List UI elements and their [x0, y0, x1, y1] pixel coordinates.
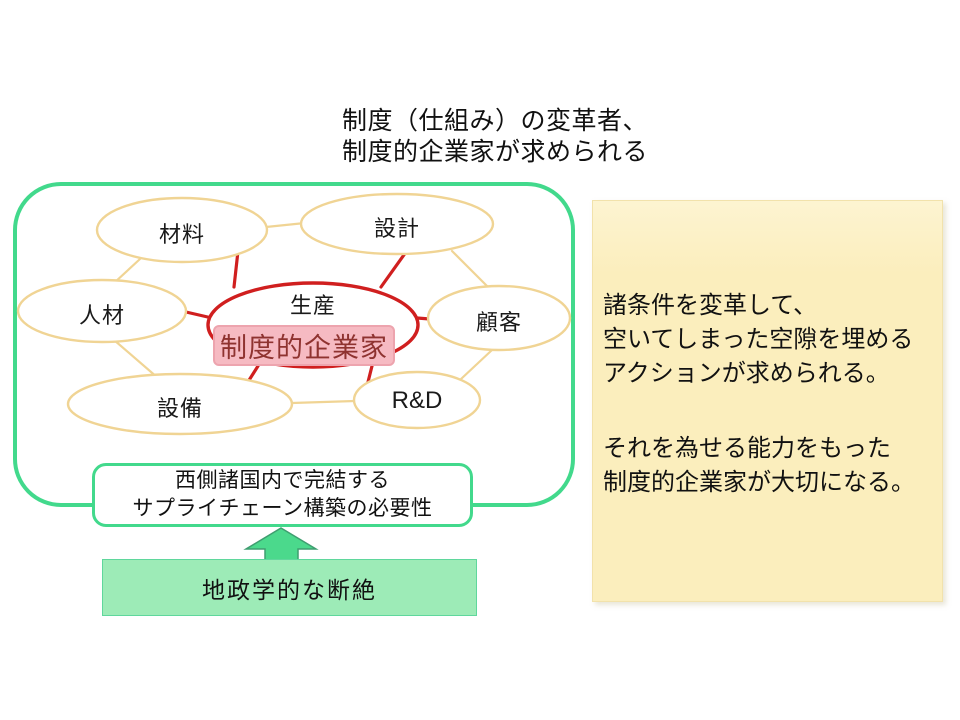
edge-materials-hr [112, 257, 142, 285]
edge-materials-design [264, 221, 307, 229]
commentary-panel: 諸条件を変革して、 空いてしまった空隙を埋める アクションが求められる。 それを… [592, 200, 943, 602]
hr-label: 人材 [78, 303, 125, 328]
up-arrow-icon [243, 527, 319, 563]
materials-ellipse [95, 196, 269, 264]
edge-design-customer [450, 249, 491, 290]
design-ellipse [299, 192, 495, 256]
edge-customer-rnd [459, 348, 494, 381]
geopolitics-box: 地政学的な断絶 [102, 559, 477, 616]
supply-chain-line1: 西側諸国内で完結する [175, 469, 390, 492]
edge-production-hr [184, 310, 214, 320]
commentary-paragraph-1: 諸条件を変革して、 空いてしまった空隙を埋める アクションが求められる。 [603, 289, 932, 391]
edge-production-design [379, 250, 408, 289]
commentary-line: 空いてしまった空隙を埋める [603, 326, 914, 353]
edge-equipment-rnd [290, 399, 357, 405]
equipment-label: 設備 [156, 396, 203, 421]
production-label: 生産 [289, 293, 336, 318]
commentary-paragraph-2: それを為せる能力をもった 制度的企業家が大切になる。 [603, 432, 932, 500]
tan-edges [112, 221, 494, 405]
hr-ellipse [16, 278, 188, 344]
equipment-ellipse [66, 372, 294, 436]
edge-production-materials [232, 249, 240, 289]
rnd-label: R&D [391, 387, 443, 414]
entrepreneur-box: 制度的企業家 [213, 325, 395, 366]
slide-title: 制度（仕組み）の変革者、 制度的企業家が求められる [255, 106, 735, 168]
supply-chain-line2: サプライチェーン構築の必要性 [132, 497, 433, 520]
tan-ellipses [16, 192, 572, 436]
commentary-line: 制度的企業家が大切になる。 [603, 469, 915, 496]
customer-ellipse [426, 284, 572, 352]
customer-label: 顧客 [475, 310, 522, 335]
commentary-line: それを為せる能力をもった [603, 435, 891, 462]
commentary-line: 諸条件を変革して、 [603, 292, 818, 319]
materials-label: 材料 [158, 222, 205, 247]
rnd-ellipse [352, 370, 482, 430]
edge-hr-equipment [112, 338, 160, 380]
commentary-line: アクションが求められる。 [603, 360, 890, 387]
slide-title-line1: 制度（仕組み）の変革者、 [341, 107, 648, 135]
design-label: 設計 [373, 216, 420, 241]
supply-chain-box: 西側諸国内で完結する サプライチェーン構築の必要性 [92, 463, 473, 527]
slide-title-line2: 制度的企業家が求められる [341, 138, 648, 166]
